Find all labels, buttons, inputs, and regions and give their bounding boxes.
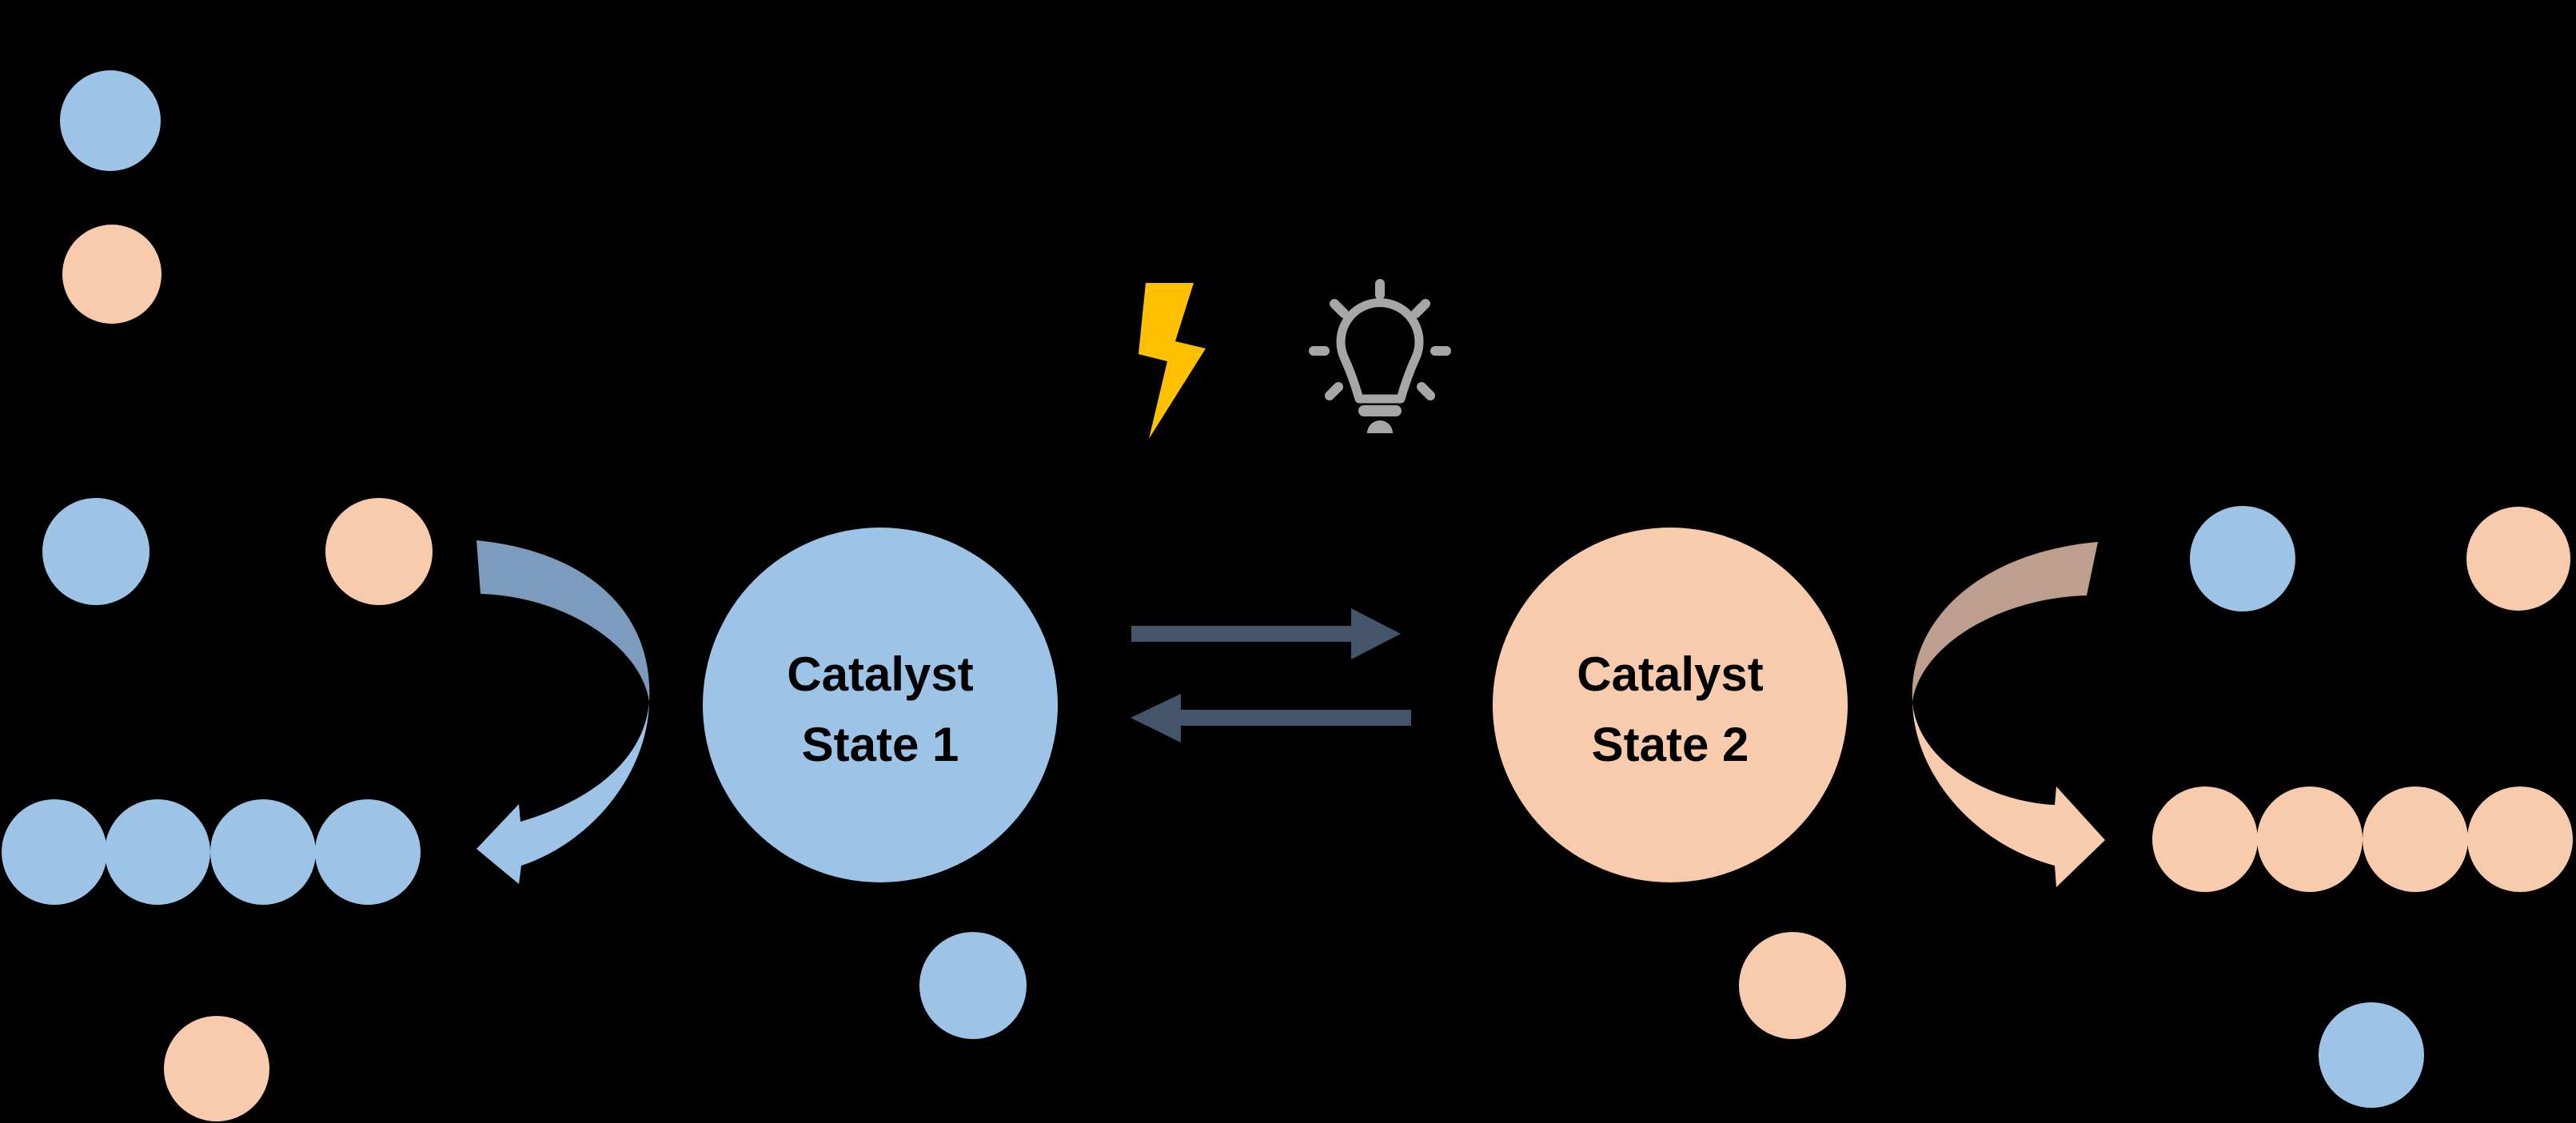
catalyst-state-1-label-line2: State 1: [802, 718, 959, 771]
blue-monomer-circle: [2190, 506, 2295, 611]
blue-curved-reaction-arrow: [477, 540, 650, 884]
orange-polymer-bead: [2257, 786, 2363, 892]
catalyst-state-2-label-line2: State 2: [1592, 718, 1749, 771]
blue-polymer-bead: [210, 799, 316, 905]
lightning-bolt-icon: [1138, 283, 1206, 439]
left-monomer-group: [42, 70, 433, 605]
blue-polymer-bead: [105, 799, 210, 905]
orange-polymer-bead: [2152, 786, 2258, 892]
lightbulb-icon: [1309, 279, 1451, 433]
blue-polymer-bead: [315, 799, 421, 905]
blue-monomer-circle: [2319, 1002, 2424, 1108]
backward-arrow: [1130, 694, 1411, 743]
catalyst-state-1-node: Catalyst State 1: [703, 528, 1058, 882]
orange-polymer-bead: [2467, 786, 2573, 892]
equilibrium-arrows: [1130, 608, 1411, 743]
forward-arrow: [1131, 608, 1401, 659]
blue-curved-arrow-upper-segment: [477, 540, 650, 702]
orange-monomer-circle: [62, 225, 161, 324]
blue-monomer-circle: [919, 932, 1027, 1039]
right-monomer-group: [2190, 506, 2570, 611]
orange-monomer-circle: [325, 498, 433, 605]
orange-curved-arrow-upper-segment: [1912, 542, 2098, 702]
lightbulb-ray: [1325, 382, 1343, 400]
stimulus-icons: [1138, 279, 1451, 439]
catalyst-state-1-label-line1: Catalyst: [787, 647, 973, 701]
catalyst-state-2-circle: [1493, 528, 1848, 882]
catalyst-state-2-label-line1: Catalyst: [1577, 647, 1763, 701]
lightbulb-base: [1367, 420, 1393, 433]
catalyst-state-2-node: Catalyst State 2: [1493, 528, 1848, 882]
orange-curved-arrow-head-segment: [1912, 702, 2105, 887]
lightbulb-ray: [1330, 299, 1349, 318]
catalyst-state-1-circle: [703, 528, 1058, 882]
orange-monomer-circle: [1739, 932, 1846, 1039]
lightbulb-collar: [1358, 405, 1402, 416]
blue-polymer-chain: [2, 799, 421, 905]
orange-polymer-chain: [2152, 786, 2573, 892]
blue-monomer-circle: [42, 498, 150, 605]
orange-monomer-circle: [2466, 507, 2570, 611]
blue-polymer-bead: [2, 799, 107, 905]
blue-monomer-circle: [60, 70, 161, 171]
orange-polymer-bead: [2363, 786, 2468, 892]
lightbulb-ray: [1411, 299, 1430, 318]
lightbulb-rays: [1309, 279, 1451, 400]
lightbulb-globe-outline: [1336, 298, 1424, 404]
lightbulb-ray: [1417, 382, 1435, 400]
orange-curved-reaction-arrow: [1912, 542, 2105, 887]
blue-curved-arrow-head-segment: [477, 702, 649, 884]
orange-monomer-circle: [164, 1016, 269, 1121]
